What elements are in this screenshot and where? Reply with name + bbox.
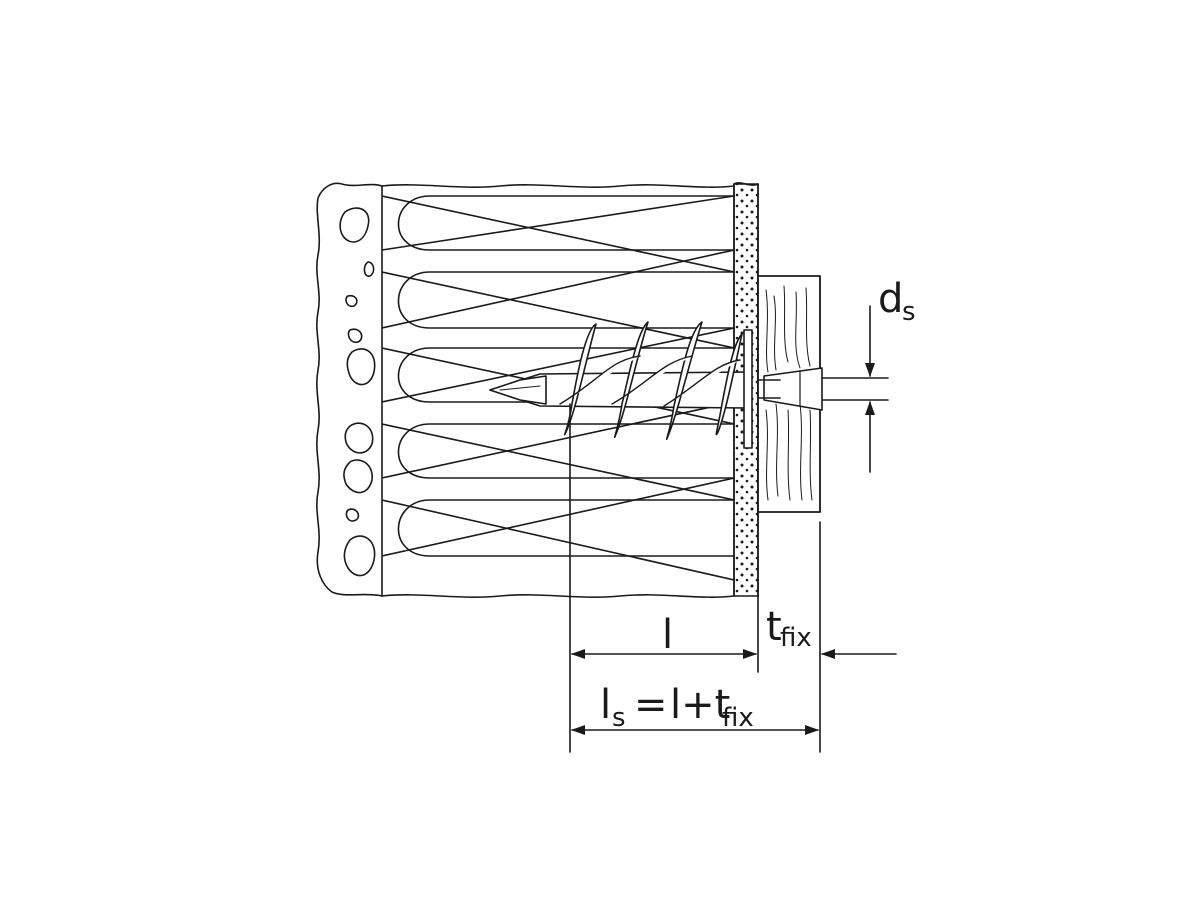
svg-text:fix: fix xyxy=(722,703,754,733)
insulation-dowel xyxy=(489,321,753,449)
extension-lines xyxy=(569,403,821,753)
masonry-pore xyxy=(347,328,363,344)
screw xyxy=(757,367,823,411)
svg-text:s: s xyxy=(902,297,916,327)
screw-head xyxy=(763,367,823,411)
svg-text:d: d xyxy=(878,276,903,322)
ls-label: l s = l+t fix xyxy=(600,682,754,733)
masonry-pore xyxy=(345,508,360,522)
tfix-label: t fix xyxy=(766,604,812,653)
masonry-wall xyxy=(316,182,383,597)
svg-text:fix: fix xyxy=(780,623,812,653)
svg-text:l: l xyxy=(600,682,611,728)
diameter-dimension xyxy=(821,305,889,473)
masonry-pore xyxy=(345,294,358,308)
l-label: l xyxy=(662,612,673,658)
masonry-pore xyxy=(344,422,374,454)
masonry-pore xyxy=(343,459,373,494)
svg-text:=: = xyxy=(634,682,668,728)
svg-text:s: s xyxy=(612,703,626,733)
masonry-pore xyxy=(363,261,375,277)
masonry-pore xyxy=(346,348,376,386)
svg-text:t: t xyxy=(766,604,782,650)
ds-label: d s xyxy=(878,276,916,327)
masonry-pore xyxy=(339,207,370,243)
svg-text:l+t: l+t xyxy=(670,682,730,728)
svg-text:l: l xyxy=(662,612,673,658)
masonry-pore xyxy=(343,535,376,577)
